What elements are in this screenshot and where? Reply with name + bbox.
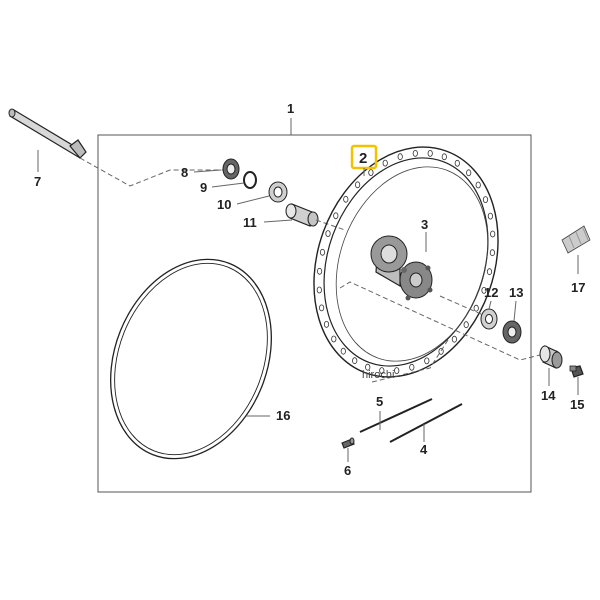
spoke-hole bbox=[354, 181, 361, 189]
spoke-hole bbox=[352, 357, 358, 365]
axle-dash-line bbox=[79, 157, 226, 187]
rim-band-inner-16 bbox=[114, 262, 268, 456]
leader-11 bbox=[263, 219, 293, 223]
spoke-hole bbox=[427, 149, 433, 157]
spoke-hole bbox=[466, 169, 472, 177]
assembly-frame bbox=[97, 134, 532, 493]
watermark-text: hirochi bbox=[362, 369, 394, 381]
label-6: 6 bbox=[344, 463, 351, 478]
spoke-hole bbox=[482, 196, 489, 204]
label-8: 8 bbox=[181, 165, 188, 180]
spoke-hole bbox=[318, 304, 325, 312]
spoke-hole bbox=[382, 159, 388, 167]
spacer-part-11 bbox=[285, 203, 319, 227]
label-13: 13 bbox=[509, 285, 523, 300]
rim-band-part-16 bbox=[110, 258, 272, 460]
hub-part-3 bbox=[370, 235, 433, 301]
spoke-part-5 bbox=[359, 398, 433, 433]
spoke-hole bbox=[424, 357, 430, 365]
label-9: 9 bbox=[200, 180, 207, 195]
spacer-part-14 bbox=[539, 345, 563, 369]
label-15: 15 bbox=[570, 397, 584, 412]
spacer-dash bbox=[315, 219, 346, 231]
spoke-hole bbox=[409, 363, 415, 371]
spoke-part-4 bbox=[389, 403, 463, 443]
spoke-hole bbox=[487, 212, 493, 220]
bearing-part-10 bbox=[268, 181, 288, 203]
spoke-hole bbox=[316, 267, 323, 275]
label-7: 7 bbox=[34, 174, 41, 189]
spoke-hole bbox=[325, 230, 331, 238]
bearing-part-12 bbox=[480, 308, 498, 330]
spoke-hole bbox=[323, 320, 330, 328]
axle-part bbox=[8, 108, 87, 159]
spoke-hole bbox=[394, 367, 400, 375]
spoke-hole bbox=[486, 268, 493, 276]
spoke-hole bbox=[438, 347, 444, 355]
label-17: 17 bbox=[571, 280, 585, 295]
label-10: 10 bbox=[217, 197, 231, 212]
seal-part-13 bbox=[502, 320, 522, 344]
spoke-hole bbox=[397, 153, 403, 161]
spoke-dash bbox=[371, 339, 449, 383]
spoke-hole bbox=[489, 249, 495, 257]
label-4: 4 bbox=[420, 442, 428, 457]
spoke-hole bbox=[473, 304, 479, 312]
spoke-hole bbox=[343, 195, 349, 203]
spoke-hole bbox=[379, 367, 385, 375]
rim-part-2 bbox=[313, 146, 499, 378]
hub-axis-dash bbox=[339, 281, 561, 361]
spoke-hole bbox=[412, 149, 418, 157]
leader-12 bbox=[488, 300, 492, 310]
leader-13 bbox=[513, 300, 517, 322]
label-5: 5 bbox=[376, 394, 383, 409]
spoke-hole bbox=[475, 181, 481, 189]
spoke-hole bbox=[463, 321, 469, 329]
hub-axis-dash-2 bbox=[439, 295, 491, 319]
seal-part-8 bbox=[222, 158, 240, 180]
spoke-hole bbox=[340, 347, 346, 355]
spoke-hole bbox=[331, 335, 337, 343]
circlip-part-9 bbox=[243, 171, 257, 189]
leader-8 bbox=[193, 169, 222, 173]
label-12: 12 bbox=[484, 285, 498, 300]
label-3: 3 bbox=[421, 217, 428, 232]
nipple-part-6 bbox=[341, 437, 355, 449]
leader-9 bbox=[211, 182, 245, 188]
spoke-hole bbox=[454, 159, 460, 167]
spoke-hole bbox=[319, 248, 326, 256]
label-11: 11 bbox=[243, 215, 257, 230]
label-2: 2 bbox=[359, 150, 367, 167]
spoke-hole bbox=[451, 335, 457, 343]
bolt-part-15 bbox=[569, 365, 584, 378]
leader-10 bbox=[236, 195, 270, 205]
spoke-hole bbox=[481, 286, 487, 294]
spoke-hole bbox=[490, 230, 496, 238]
spoke-hole bbox=[316, 286, 322, 294]
spoke-hole bbox=[333, 212, 339, 220]
spoke-hole bbox=[365, 363, 371, 371]
spoke-hole bbox=[441, 153, 447, 161]
rim-spoke-holes bbox=[316, 149, 496, 375]
balance-weight-part-17 bbox=[561, 225, 591, 254]
label-1: 1 bbox=[287, 101, 294, 116]
spoke-hole bbox=[368, 169, 374, 177]
label-16: 16 bbox=[276, 408, 290, 423]
label-14: 14 bbox=[541, 388, 556, 403]
